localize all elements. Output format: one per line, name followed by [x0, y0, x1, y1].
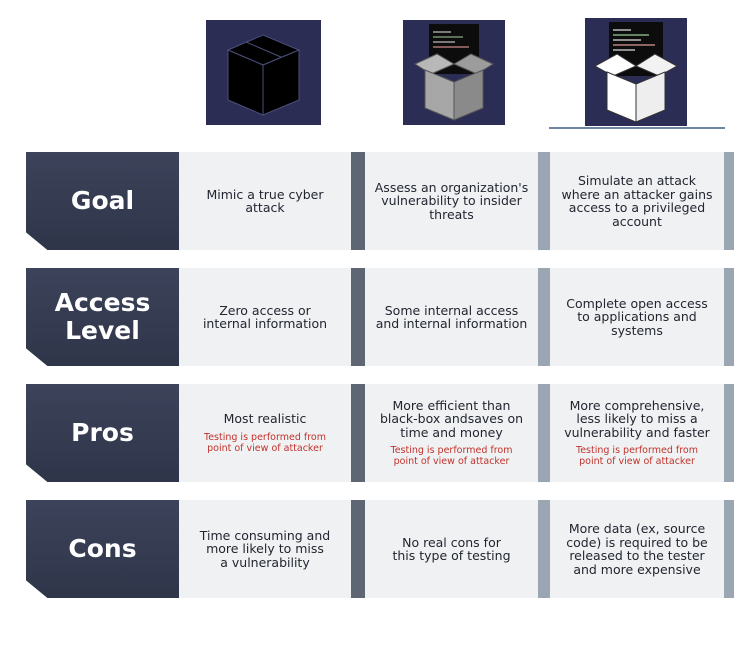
cell-note: Testing is performed from point of view … — [576, 445, 698, 468]
white-box-access-cell: Complete open access to applications and… — [550, 268, 724, 366]
column-divider — [538, 152, 550, 250]
cell-text: Simulate an attack where an attacker gai… — [561, 173, 713, 229]
white-box-goal-cell: Simulate an attack where an attacker gai… — [550, 152, 724, 250]
column-divider — [724, 384, 734, 482]
column-divider — [538, 268, 550, 366]
white-box-pros-cell: More comprehensive, less likely to miss … — [550, 384, 724, 482]
row-access-level: Access Level Zero access or internal inf… — [0, 268, 754, 366]
cell-text: More comprehensive, less likely to miss … — [564, 397, 710, 440]
white-box-cons-cell: More data (ex, source code) is required … — [550, 500, 724, 598]
row-label-access-level: Access Level — [26, 268, 179, 366]
gray-box-access-cell: Some internal access and internal inform… — [365, 268, 538, 366]
cell-text: Some internal access and internal inform… — [375, 302, 528, 331]
cell-text: Assess an organization's vulnerability t… — [374, 179, 529, 222]
gray-box-cons-cell: No real cons for this type of testing — [365, 500, 538, 598]
cell-text: More efficient than black-box andsaves o… — [379, 397, 524, 440]
column-divider — [538, 500, 550, 598]
black-box-icon — [206, 20, 321, 125]
column-divider — [351, 152, 365, 250]
column-divider — [351, 384, 365, 482]
black-box-goal-cell: Mimic a true cyber attack — [179, 152, 351, 250]
cell-text: Time consuming and more likely to miss a… — [199, 527, 331, 570]
gray-box-icon — [403, 20, 505, 125]
column-divider — [724, 268, 734, 366]
cell-text: Complete open access to applications and… — [566, 295, 708, 338]
cell-note: Testing is performed from point of view … — [390, 445, 513, 468]
cell-text: Mimic a true cyber attack — [206, 186, 324, 215]
cell-text: Most realistic — [223, 411, 307, 427]
column-divider — [724, 152, 734, 250]
cell-text: More data (ex, source code) is required … — [566, 521, 708, 577]
white-box-underline — [549, 127, 725, 129]
row-label-cons: Cons — [26, 500, 179, 598]
black-box-access-cell: Zero access or internal information — [179, 268, 351, 366]
row-cons: Cons Time consuming and more likely to m… — [0, 500, 754, 598]
gray-box-goal-cell: Assess an organization's vulnerability t… — [365, 152, 538, 250]
row-label-goal: Goal — [26, 152, 179, 250]
column-divider — [538, 384, 550, 482]
black-box-pros-cell: Most realistic Testing is performed from… — [179, 384, 351, 482]
column-divider — [351, 500, 365, 598]
black-box-cons-cell: Time consuming and more likely to miss a… — [179, 500, 351, 598]
gray-box-pros-cell: More efficient than black-box andsaves o… — [365, 384, 538, 482]
column-divider — [351, 268, 365, 366]
cell-text: Zero access or internal information — [202, 302, 328, 331]
column-divider — [724, 500, 734, 598]
cell-note: Testing is performed from point of view … — [204, 431, 326, 454]
cell-text: No real cons for this type of testing — [392, 534, 511, 563]
row-pros: Pros Most realistic Testing is performed… — [0, 384, 754, 482]
white-box-icon — [585, 18, 687, 126]
row-label-pros: Pros — [26, 384, 179, 482]
row-goal: Goal Mimic a true cyber attack Assess an… — [0, 152, 754, 250]
